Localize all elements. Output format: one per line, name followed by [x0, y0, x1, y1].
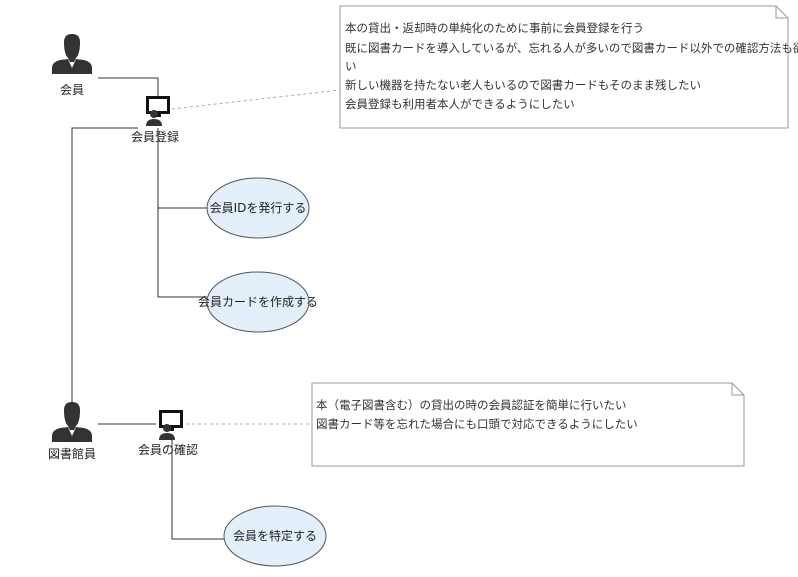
usecase-issue-id-label: 会員IDを発行する: [210, 201, 307, 215]
actor-librarian-label: 図書館員: [48, 446, 96, 461]
note-anchors: [171, 89, 341, 425]
connector-member-registration: [98, 77, 159, 96]
connector-confirmation-identify: [171, 440, 224, 540]
process-confirmation-label: 会員の確認: [138, 442, 198, 457]
process-confirmation[interactable]: 会員の確認: [138, 410, 198, 457]
note-registration: 本の貸出・返却時の単純化のために事前に会員登録を行う 既に図書カードを導入してい…: [339, 5, 798, 129]
process-registration-label: 会員登録: [131, 129, 179, 144]
note-registration-line-3: い: [345, 59, 357, 73]
actor-librarian[interactable]: 図書館員: [48, 402, 96, 461]
connectors: [71, 77, 224, 540]
usecase-identify-member[interactable]: 会員を特定する: [223, 505, 327, 567]
process-registration[interactable]: 会員登録: [131, 96, 179, 144]
note-registration-line-4: 新しい機器を持たない老人もいるので図書カードもそのまま残したい: [345, 78, 701, 92]
anchor-registration-note: [171, 89, 341, 110]
terminal-user-icon: [146, 96, 170, 126]
note-confirmation-line-1: 本（電子図書含む）の貸出の時の会員認証を簡単に行いたい: [316, 398, 627, 412]
usecase-create-card-label: 会員カードを作成する: [198, 295, 318, 309]
actor-member-label: 会員: [60, 83, 84, 97]
note-confirmation-line-2: 図書カード等を忘れた場合にも口頭で対応できるようにしたい: [316, 417, 638, 431]
note-registration-line-5: 会員登録も利用者本人ができるようにしたい: [345, 97, 575, 111]
note-registration-line-2: 既に図書カードを導入しているが、忘れる人が多いので図書カード以外での確認方法も欲…: [345, 41, 798, 55]
connector-registration-create-card: [157, 208, 207, 298]
person-icon: [52, 34, 92, 74]
connector-registration-librarian: [71, 127, 138, 404]
note-registration-line-1: 本の貸出・返却時の単純化のために事前に会員登録を行う: [345, 21, 644, 35]
person-icon: [52, 402, 92, 442]
terminal-user-icon: [159, 410, 183, 440]
usecase-issue-id[interactable]: 会員IDを発行する: [206, 177, 310, 239]
usecase-identify-member-label: 会員を特定する: [233, 528, 317, 543]
usecase-create-card[interactable]: 会員カードを作成する: [198, 271, 318, 333]
note-confirmation: 本（電子図書含む）の貸出の時の会員認証を簡単に行いたい 図書カード等を忘れた場合…: [311, 382, 745, 467]
actor-member[interactable]: 会員: [52, 34, 92, 97]
